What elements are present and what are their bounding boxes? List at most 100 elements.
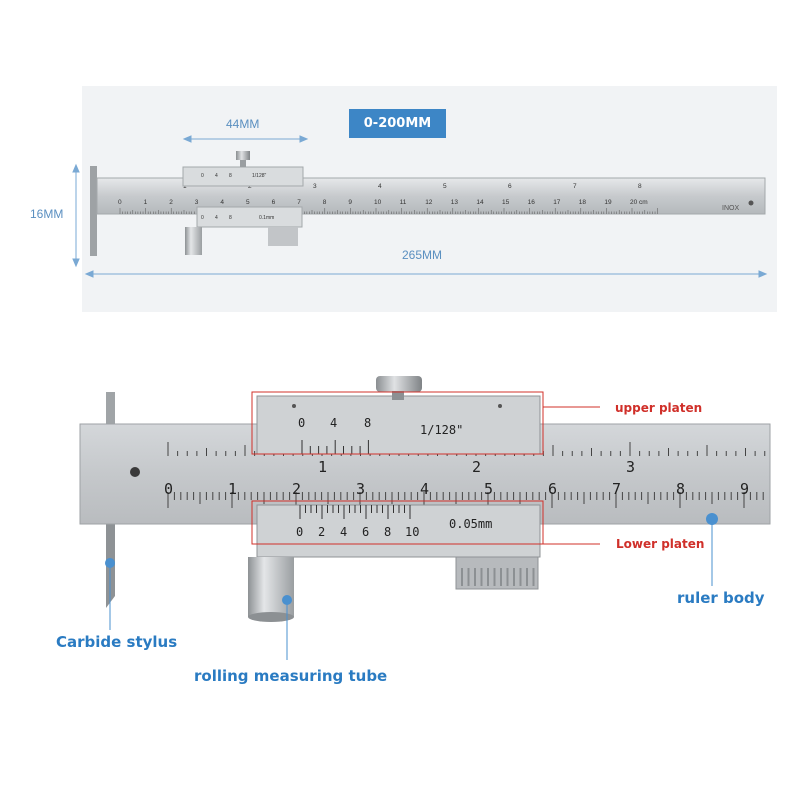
main-scale-number: 9 [348, 199, 352, 206]
detail-stylus-upper [106, 392, 115, 442]
total-length-label: 265MM [402, 248, 443, 262]
top-rolling-tube [185, 227, 202, 255]
detail-knob-screw [392, 391, 404, 400]
highlight-boxes [251, 391, 600, 545]
svg-text:10: 10 [405, 525, 419, 539]
svg-text:4: 4 [215, 215, 218, 221]
main-scale-number: 15 [502, 199, 510, 206]
svg-text:4: 4 [215, 173, 218, 179]
main-scale-number: 11 [400, 199, 407, 206]
main-scale-number: 6 [548, 480, 557, 498]
detail-upper-vernier-ticks [301, 440, 369, 454]
main-scale-number: 3 [195, 199, 199, 206]
top-ruler-ticks [119, 208, 658, 214]
top-foot-block [268, 227, 298, 246]
svg-text:0: 0 [201, 173, 204, 179]
main-scale-number: 8 [323, 199, 327, 206]
main-scale-number: 5 [246, 199, 250, 206]
inch-number: 2 [472, 458, 481, 476]
main-scale-number: 14 [476, 199, 484, 206]
main-scale-number: 18 [579, 199, 587, 206]
slider-width-label: 44MM [226, 117, 260, 131]
top-stylus [90, 166, 97, 256]
svg-text:0: 0 [298, 416, 305, 430]
main-scale-number: 4 [220, 199, 224, 206]
svg-text:8: 8 [384, 525, 391, 539]
main-scale-number: 4 [420, 480, 429, 498]
main-scale-number: 6 [272, 199, 276, 206]
carbide-stylus-label: Carbide stylus [56, 633, 178, 651]
ruler-end-hole [748, 200, 754, 206]
inch-number: 4 [378, 183, 382, 190]
detail-upper-vernier-labels: 0 4 8 1/128" [298, 416, 463, 437]
main-scale-number: 3 [356, 480, 365, 498]
main-scale-number: 2 [292, 480, 301, 498]
inch-number: 3 [626, 458, 635, 476]
svg-text:8: 8 [229, 215, 232, 221]
inch-number: 3 [313, 183, 317, 190]
main-scale-number: 9 [740, 480, 749, 498]
svg-text:0.1mm: 0.1mm [259, 215, 274, 221]
detail-rolling-tube [248, 557, 294, 617]
detail-lower-vernier-labels: 0 2 4 6 8 10 0.05mm [296, 517, 492, 539]
main-scale-number: 7 [612, 480, 621, 498]
detail-foot-block [455, 556, 539, 590]
top-upper-vernier: 0 4 8 1/128" [201, 173, 267, 179]
top-knob-screw [240, 160, 246, 167]
ruler-body-label: ruler body [677, 589, 765, 607]
detail-lower-platen [256, 504, 541, 558]
upper-platen-label: upper platen [615, 401, 703, 415]
height-label: 16MM [30, 207, 64, 221]
lower-platen-label: Lower platen [616, 537, 705, 551]
detail-lower-vernier-ticks [299, 505, 411, 519]
svg-text:2: 2 [318, 525, 325, 539]
range-badge: 0-200MM [349, 109, 446, 138]
detail-foot-teeth [461, 568, 535, 586]
main-scale-number: 5 [484, 480, 493, 498]
main-scale-number: 17 [553, 199, 561, 206]
detail-ruler-hole [130, 467, 140, 477]
svg-text:0.05mm: 0.05mm [449, 517, 492, 531]
inch-number: 6 [508, 183, 512, 190]
svg-text:0: 0 [201, 215, 204, 221]
callout-markers [105, 513, 718, 660]
svg-text:8: 8 [364, 416, 371, 430]
top-knob-icon[interactable] [236, 151, 250, 160]
main-scale-number: 16 [528, 199, 536, 206]
inch-number: 7 [573, 183, 577, 190]
svg-text:1/128": 1/128" [252, 173, 267, 179]
main-scale-number: 13 [451, 199, 459, 206]
main-scale-number: 0 [164, 480, 173, 498]
main-scale-number: 12 [425, 199, 433, 206]
detail-knob-icon[interactable] [376, 376, 422, 392]
inch-number: 1 [318, 458, 327, 476]
brand-inox: INOX [722, 205, 739, 212]
svg-text:0: 0 [296, 525, 303, 539]
main-scale-number: 19 [604, 199, 612, 206]
top-lower-platen [196, 206, 303, 228]
main-scale-number: 1 [144, 199, 148, 206]
rolling-tube-label: rolling measuring tube [194, 667, 388, 685]
upper-platen-screw [292, 404, 296, 408]
dimension-lines [72, 135, 768, 278]
top-lower-vernier: 0 4 8 0.1mm [201, 215, 274, 221]
svg-text:8: 8 [229, 173, 232, 179]
svg-text:4: 4 [340, 525, 347, 539]
svg-text:1/128": 1/128" [420, 423, 463, 437]
detail-tube-end [248, 612, 294, 622]
svg-text:6: 6 [362, 525, 369, 539]
main-scale-number: 20 cm [630, 199, 648, 206]
main-scale-number: 2 [169, 199, 173, 206]
inch-number: 8 [638, 183, 642, 190]
svg-text:4: 4 [330, 416, 337, 430]
main-scale-number: 8 [676, 480, 685, 498]
inch-number: 5 [443, 183, 447, 190]
main-scale-number: 7 [297, 199, 301, 206]
upper-platen-screw [498, 404, 502, 408]
main-scale-number: 1 [228, 480, 237, 498]
main-scale-number: 0 [118, 199, 122, 206]
main-scale-number: 10 [374, 199, 382, 206]
